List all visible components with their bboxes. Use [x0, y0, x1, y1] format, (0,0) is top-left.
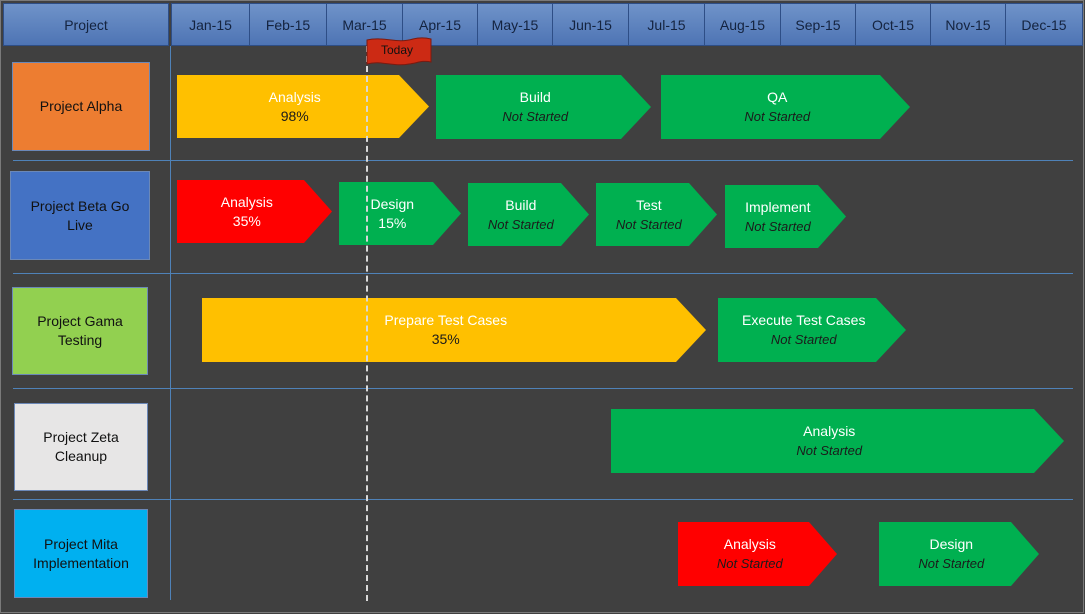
task-label: Prepare Test Cases: [384, 312, 508, 328]
task-arrow: Prepare Test Cases 35%: [202, 298, 706, 362]
project-name: Project Gama Testing: [37, 313, 123, 348]
task-label: Analysis: [220, 193, 273, 210]
row-separator: [13, 160, 1073, 161]
task-progress: 98%: [280, 107, 309, 124]
task-label: QA: [767, 89, 788, 105]
project-column-header: Project: [3, 3, 169, 46]
task-status: Not Started: [487, 216, 554, 232]
task-label: Design: [929, 536, 974, 552]
task-label: Analysis: [268, 88, 321, 105]
task-status: Not Started: [918, 556, 985, 571]
today-label: Today: [381, 43, 414, 57]
month-header: Mar-15: [326, 3, 403, 46]
month-header: Jun-15: [552, 3, 629, 46]
project-name: Project Alpha: [39, 98, 123, 114]
flag-icon: [366, 37, 432, 66]
month-header: Aug-15: [704, 3, 781, 46]
project-label-box: Project Beta Go Live: [10, 171, 150, 260]
task-status: Not Started: [744, 109, 811, 124]
task-progress: 35%: [431, 331, 460, 347]
task-label: Test: [635, 196, 662, 213]
task-label: Build: [505, 196, 537, 213]
project-label-box: Project Alpha: [12, 62, 150, 151]
task-status: Not Started: [716, 556, 783, 571]
task-status: Not Started: [615, 216, 682, 232]
row-separator: [13, 273, 1073, 274]
month-header: Feb-15: [249, 3, 327, 46]
task-arrow: Analysis 98%: [177, 75, 429, 138]
task-label: Build: [519, 89, 551, 105]
task-arrow: Analysis 35%: [177, 180, 332, 243]
task-progress: 15%: [378, 214, 407, 231]
task-label: Analysis: [723, 536, 776, 552]
project-name: Project Beta Go Live: [30, 197, 130, 233]
project-label-box: Project Gama Testing: [12, 287, 148, 375]
month-header: Sep-15: [780, 3, 856, 46]
task-status: Not Started: [796, 443, 863, 458]
task-label: Implement: [745, 198, 811, 215]
task-label: Execute Test Cases: [742, 312, 866, 328]
month-header: Oct-15: [855, 3, 931, 46]
month-header: Dec-15: [1005, 3, 1083, 46]
timeline-divider: [170, 46, 171, 600]
month-header: Jul-15: [628, 3, 705, 46]
row-separator: [13, 499, 1073, 500]
today-marker-line: [366, 46, 368, 601]
month-header: May-15: [477, 3, 553, 46]
today-flag: Today: [363, 36, 435, 68]
task-arrow: QA Not Started: [661, 75, 910, 139]
task-label: Design: [370, 195, 415, 212]
project-name: Project Mita Implementation: [33, 535, 129, 571]
task-progress: 35%: [232, 212, 261, 229]
task-status: Not Started: [770, 332, 837, 347]
row-separator: [13, 388, 1073, 389]
month-header: Nov-15: [930, 3, 1006, 46]
task-status: Not Started: [502, 109, 569, 124]
month-header: Jan-15: [171, 3, 250, 46]
task-status: Not Started: [744, 218, 811, 234]
project-label-box: Project Mita Implementation: [14, 509, 148, 598]
project-label-box: Project Zeta Cleanup: [14, 403, 148, 491]
project-name: Project Zeta Cleanup: [43, 429, 119, 464]
task-arrow: Design 15%: [339, 182, 461, 245]
task-label: Analysis: [803, 423, 856, 439]
